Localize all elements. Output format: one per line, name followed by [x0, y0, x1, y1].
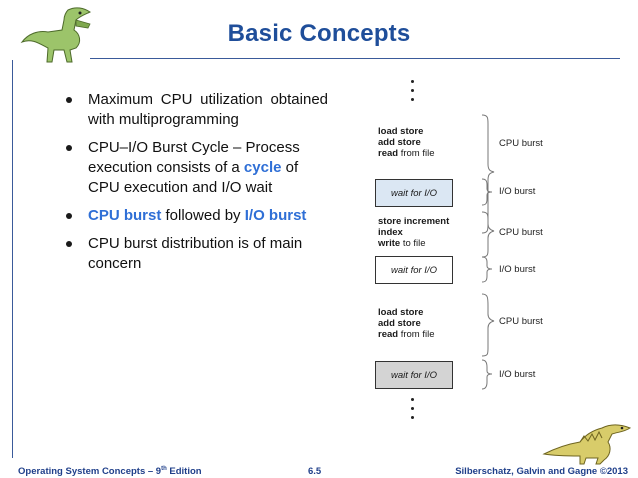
bullet-item: CPU burst followed by I/O burst — [62, 206, 328, 226]
bullet-item: CPU burst distribution is of main concer… — [62, 234, 328, 274]
code-line: add store — [378, 318, 421, 329]
bullet-text: CPU burst distribution is of main concer… — [88, 235, 303, 272]
slide-title: Basic Concepts — [227, 20, 411, 47]
io-burst-label: I/O burst — [499, 186, 536, 197]
bullet-dot-icon — [66, 241, 72, 247]
io-burst-label: I/O burst — [499, 369, 536, 380]
bullet-text-part: followed by — [161, 207, 245, 224]
code-line: load store — [378, 126, 424, 137]
footer-left: Operating System Concepts – 9th Edition — [18, 466, 202, 477]
title-divider — [90, 58, 620, 59]
bullet-text-part: of CPU execution and I/O wait — [88, 159, 299, 196]
dinosaur-mascot-icon — [542, 424, 632, 465]
footer-edition: Edition — [166, 466, 202, 478]
bullet-dot-icon — [66, 213, 72, 219]
highlight-cpu-burst: CPU burst — [88, 207, 162, 224]
code-line: store increment — [378, 216, 450, 227]
bullet-text: CPU burst followed by I/O burst — [88, 206, 328, 226]
cpu-burst-label: CPU burst — [499, 138, 543, 149]
cpu-burst-label: CPU burst — [499, 316, 543, 327]
highlight-cycle: cycle — [243, 159, 282, 176]
code-line: index — [378, 227, 403, 238]
bullet-text-part: CPU–I/O Burst Cycle – Process execution … — [88, 139, 300, 176]
code-line: from file — [398, 329, 435, 340]
code-line: load store — [378, 307, 424, 318]
bullet-text: Maximum CPU utilization obtained with mu… — [88, 91, 328, 128]
code-block-2: store increment index write to file — [378, 216, 449, 249]
page-number: 6.5 — [308, 466, 322, 477]
wait-io-box: wait for I/O — [375, 256, 453, 284]
burst-braces-icon — [481, 114, 495, 390]
bullet-item: CPU–I/O Burst Cycle – Process execution … — [62, 138, 328, 198]
ellipsis-top-icon — [411, 80, 414, 107]
cpu-burst-label: CPU burst — [499, 227, 543, 238]
ellipsis-bottom-icon — [411, 398, 414, 425]
bullet-dot-icon — [66, 97, 72, 103]
wait-io-box: wait for I/O — [375, 179, 453, 207]
code-line: add store — [378, 137, 421, 148]
bullet-text: CPU–I/O Burst Cycle – Process execution … — [88, 138, 328, 198]
dinosaur-logo-icon — [20, 7, 91, 63]
code-line: to file — [400, 238, 426, 249]
code-keyword: write — [378, 238, 401, 249]
footer-superscript: th — [161, 466, 167, 472]
footer-copyright: Silberschatz, Galvin and Gagne ©2013 — [455, 466, 628, 477]
bullet-list: Maximum CPU utilization obtained with mu… — [62, 90, 328, 282]
left-border-line — [12, 60, 13, 458]
highlight-io-burst: I/O burst — [244, 207, 307, 224]
io-burst-label: I/O burst — [499, 264, 536, 275]
code-block-1: load store add store read from file — [378, 126, 435, 159]
bullet-dot-icon — [66, 145, 72, 151]
footer-book-title: Operating System Concepts – 9 — [18, 466, 162, 478]
wait-io-box: wait for I/O — [375, 361, 453, 389]
code-keyword: read — [378, 329, 399, 340]
code-keyword: read — [378, 148, 399, 159]
code-block-3: load store add store read from file — [378, 307, 435, 340]
code-line: from file — [398, 148, 435, 159]
bullet-item: Maximum CPU utilization obtained with mu… — [62, 90, 328, 130]
